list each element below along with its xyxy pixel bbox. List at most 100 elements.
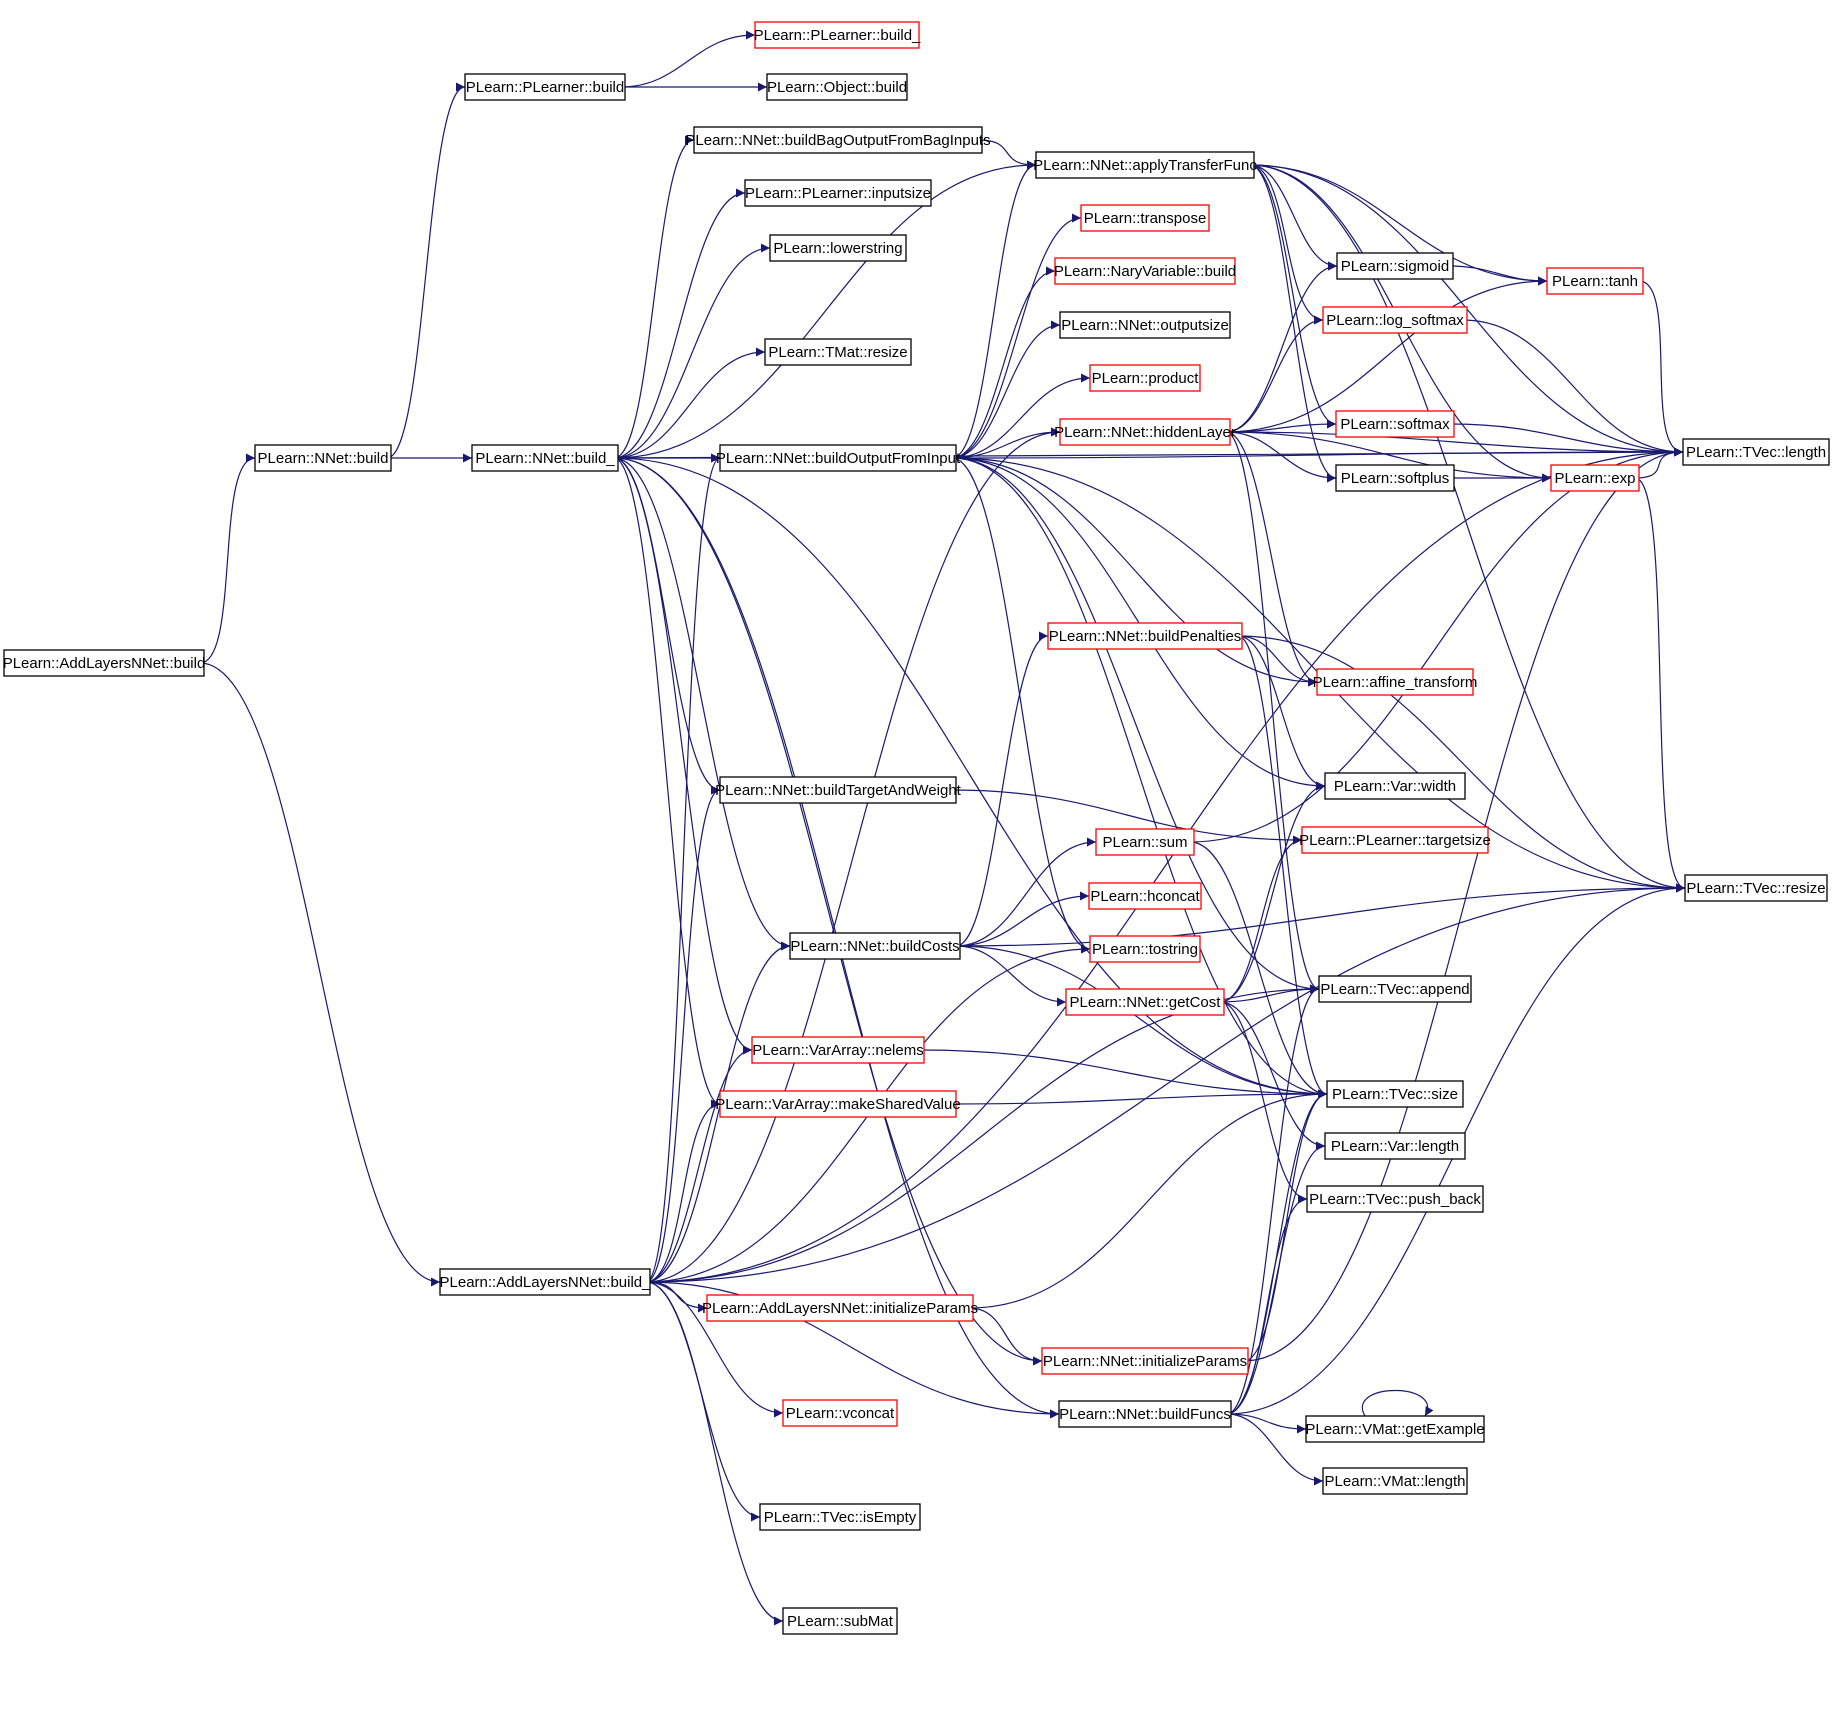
node-costs[interactable]: PLearn::NNet::buildCosts <box>789 932 961 960</box>
node-tvec-length[interactable]: PLearn::TVec::length <box>1682 438 1830 466</box>
call-edge-get_example-to-get_example <box>1361 1389 1434 1417</box>
node-aln-build-[interactable]: PLearn::AddLayersNNet::build_ <box>439 1268 652 1296</box>
node-btw[interactable]: PLearn::NNet::buildTargetAndWeight <box>715 776 962 804</box>
node-targetsize[interactable]: PLearn::PLearner::targetsize <box>1299 826 1491 854</box>
node-label: PLearn::NNet::outputsize <box>1061 317 1229 334</box>
node-product[interactable]: PLearn::product <box>1089 364 1201 392</box>
call-edge-nnet_build_-to-msv <box>613 457 721 1109</box>
call-edge-nnet_build-to-pl_build <box>386 82 466 459</box>
node-box <box>1306 1185 1484 1213</box>
node-tvec-resize[interactable]: PLearn::TVec::resize <box>1684 874 1828 902</box>
node-tmat-resize[interactable]: PLearn::TMat::resize <box>764 338 912 366</box>
node-bofi[interactable]: PLearn::NNet::buildOutputFromInput <box>716 444 961 472</box>
node-label: PLearn::sum <box>1102 834 1187 851</box>
node-inputsize[interactable]: PLearn::PLearner::inputsize <box>744 179 932 207</box>
call-edge-aln_build_-to-append <box>645 984 1320 1283</box>
node-box <box>1335 410 1455 438</box>
node-atf[interactable]: PLearn::NNet::applyTransferFunc <box>1033 151 1257 179</box>
node-logsoftmax[interactable]: PLearn::log_softmax <box>1322 306 1468 334</box>
node-nelems[interactable]: PLearn::VarArray::nelems <box>751 1036 925 1064</box>
node-tostring[interactable]: PLearn::tostring <box>1089 935 1201 963</box>
call-edge-nnet_build_-to-bbo <box>613 135 695 459</box>
node-label: PLearn::NaryVariable::build <box>1054 263 1236 280</box>
node-penalties[interactable]: PLearn::NNet::buildPenalties <box>1047 622 1243 650</box>
node-nnet-build[interactable]: PLearn::NNet::build <box>254 444 392 472</box>
node-label: PLearn::NNet::getCost <box>1070 994 1222 1011</box>
call-edge-nnet_build_-to-costs <box>613 457 791 951</box>
node-affine[interactable]: PLearn::affine_transform <box>1313 668 1478 696</box>
call-edge-bbo-to-atf <box>977 139 1037 170</box>
node-label: PLearn::VarArray::makeSharedValue <box>715 1096 960 1113</box>
node-getcost[interactable]: PLearn::NNet::getCost <box>1065 988 1225 1016</box>
node-label: PLearn::VMat::getExample <box>1305 1421 1484 1438</box>
node-hconcat[interactable]: PLearn::hconcat <box>1088 882 1202 910</box>
call-edge-aln_build_-to-msv <box>645 1099 721 1283</box>
node-label: PLearn::NNet::buildOutputFromInput <box>716 450 961 467</box>
node-vconcat[interactable]: PLearn::vconcat <box>782 1399 898 1427</box>
node-box <box>1682 438 1830 466</box>
node-hidden[interactable]: PLearn::NNet::hiddenLayer <box>1054 418 1236 446</box>
node-var-width[interactable]: PLearn::Var::width <box>1324 772 1466 800</box>
call-edge-sum-to-tvec_size <box>1189 841 1328 1099</box>
node-tanh[interactable]: PLearn::tanh <box>1546 267 1644 295</box>
node-label: PLearn::PLearner::build <box>466 79 624 96</box>
node-funcs[interactable]: PLearn::NNet::buildFuncs <box>1058 1400 1232 1428</box>
node-box <box>759 1503 921 1531</box>
node-msv[interactable]: PLearn::VarArray::makeSharedValue <box>715 1090 961 1118</box>
node-sum[interactable]: PLearn::sum <box>1095 828 1195 856</box>
node-sigmoid[interactable]: PLearn::sigmoid <box>1336 252 1454 280</box>
node-label: PLearn::lowerstring <box>773 240 902 257</box>
node-outputsize[interactable]: PLearn::NNet::outputsize <box>1059 311 1231 339</box>
node-label: PLearn::affine_transform <box>1313 674 1478 691</box>
node-aln-build[interactable]: PLearn::AddLayersNNet::build <box>3 649 206 677</box>
node-box <box>693 126 983 154</box>
node-exp[interactable]: PLearn::exp <box>1550 464 1640 492</box>
node-softplus[interactable]: PLearn::softplus <box>1335 464 1455 492</box>
node-bbo[interactable]: PLearn::NNet::buildBagOutputFromBagInput… <box>685 126 991 154</box>
node-get-example[interactable]: PLearn::VMat::getExample <box>1305 1415 1485 1443</box>
node-box <box>719 444 957 472</box>
node-pl-build[interactable]: PLearn::PLearner::build <box>464 73 626 101</box>
call-edge-hidden-to-exp <box>1225 431 1552 483</box>
node-obj-build[interactable]: PLearn::Object::build <box>766 73 908 101</box>
node-label: PLearn::transpose <box>1084 210 1207 227</box>
node-softmax[interactable]: PLearn::softmax <box>1335 410 1455 438</box>
node-vmat-length[interactable]: PLearn::VMat::length <box>1322 1467 1468 1495</box>
node-box <box>439 1268 651 1296</box>
node-label: PLearn::AddLayersNNet::build <box>3 655 206 672</box>
node-var-length[interactable]: PLearn::Var::length <box>1324 1132 1466 1160</box>
node-box <box>1301 826 1489 854</box>
node-transpose[interactable]: PLearn::transpose <box>1080 204 1210 232</box>
call-edge-costs-to-tvec_resize <box>955 883 1686 947</box>
call-edge-atf-to-tanh <box>1249 164 1548 286</box>
node-label: PLearn::Object::build <box>767 79 907 96</box>
node-label: PLearn::Var::width <box>1334 778 1456 795</box>
node-box <box>464 73 626 101</box>
node-append[interactable]: PLearn::TVec::append <box>1318 975 1472 1003</box>
node-box <box>1080 204 1210 232</box>
node-push-back[interactable]: PLearn::TVec::push_back <box>1306 1185 1484 1213</box>
node-pl-build-[interactable]: PLearn::PLearner::build_ <box>754 21 921 49</box>
node-lowerstring[interactable]: PLearn::lowerstring <box>769 234 907 262</box>
node-box <box>1322 306 1468 334</box>
call-edge-aln_init-to-nnet_init <box>968 1307 1043 1366</box>
call-edge-getcost-to-var_length <box>1219 1001 1326 1151</box>
call-edge-nnet_build_-to-nelems <box>613 457 753 1055</box>
node-label: PLearn::NNet::applyTransferFunc <box>1033 157 1257 174</box>
call-edge-nnet_build_-to-inputsize <box>613 188 746 459</box>
node-label: PLearn::TVec::append <box>1320 981 1469 998</box>
node-box <box>1058 1400 1232 1428</box>
node-label: PLearn::NNet::buildFuncs <box>1059 1406 1231 1423</box>
node-nnet-build-[interactable]: PLearn::NNet::build_ <box>471 444 619 472</box>
node-label: PLearn::TVec::length <box>1686 444 1826 461</box>
node-submat[interactable]: PLearn::subMat <box>782 1607 898 1635</box>
node-label: PLearn::TVec::isEmpty <box>764 1509 917 1526</box>
node-nvb[interactable]: PLearn::NaryVariable::build <box>1054 257 1236 285</box>
node-nnet-init[interactable]: PLearn::NNet::initializeParams <box>1041 1347 1249 1375</box>
node-tvec-size[interactable]: PLearn::TVec::size <box>1326 1080 1464 1108</box>
node-isempty[interactable]: PLearn::TVec::isEmpty <box>759 1503 921 1531</box>
call-edge-sigmoid-to-tanh <box>1448 265 1548 286</box>
node-aln-init[interactable]: PLearn::AddLayersNNet::initializeParams <box>702 1294 978 1322</box>
call-edge-funcs-to-push_back <box>1226 1194 1308 1415</box>
